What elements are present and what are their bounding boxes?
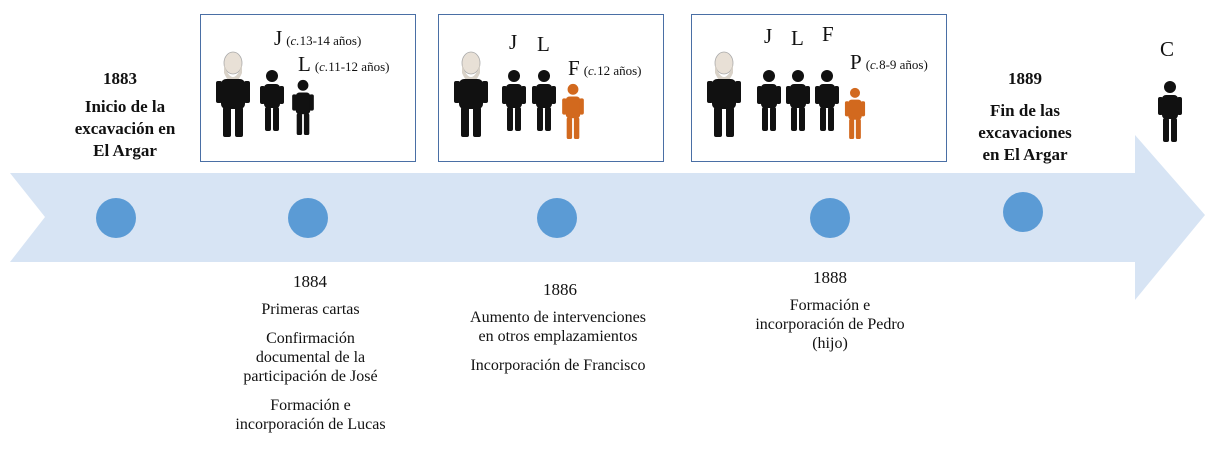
person-icon-l [532,70,556,131]
group-box-1884: J (c.13-14 años) L (c.11-12 años) [200,14,416,162]
milestone-item: Incorporación de Francisco [470,357,646,374]
letter-label-p: P (c.8-9 años) [850,50,928,74]
milestone-desc-1884: Primeras cartas Confirmación documental … [228,300,393,444]
timeline-node-1888 [810,198,850,238]
person-icon-l [786,70,810,131]
start-label: Inicio de la excavación en El Argar [50,96,200,162]
start-year: 1883 [103,69,137,88]
person-icon-j [260,70,284,131]
milestone-desc-1886: Aumento de intervenciones en otros empla… [468,308,648,385]
person-icon [1158,81,1182,142]
end-label-line: en El Argar [982,145,1068,164]
portrait-icon [707,51,741,137]
person-icon-l [292,79,314,135]
milestone-item: Formación e incorporación de Lucas [235,397,386,433]
milestone-item: Aumento de intervenciones en otros empla… [470,309,646,345]
timeline-node-1889 [1003,192,1043,232]
timeline-node-1883 [96,198,136,238]
letter-label-l: L [791,26,804,50]
group-box-1888: J L F P (c.8-9 años) [691,14,947,162]
milestone-desc-1888: Formación e incorporación de Pedro (hijo… [750,296,910,363]
person-icon-f-new [562,83,584,139]
letter-label-f: F (c.12 años) [568,56,642,80]
timeline-node-1886 [537,198,577,238]
person-icon-j [502,70,526,131]
letter-label-f: F [822,22,834,46]
start-label-line: excavación en [74,119,176,138]
milestone-year-1884: 1884 [293,272,327,291]
end-label-line: excavaciones [978,123,1072,142]
letter-label-j: J (c.13-14 años) [274,26,362,50]
milestone-item: Confirmación documental de la participac… [243,330,378,385]
milestone-year-1886: 1886 [543,280,577,299]
group-box-1886: J L F (c.12 años) [438,14,664,162]
person-icon-j [757,70,781,131]
portrait-icon [216,51,250,137]
start-label-line: Inicio de la [84,97,166,116]
letter-label-l: L (c.11-12 años) [298,52,390,76]
portrait-icon [454,51,488,137]
end-year: 1889 [1008,69,1042,88]
letter-label-j: J [764,24,773,48]
person-icon-p-new [844,87,866,139]
letter-label-j: J [509,30,518,54]
milestone-year-1888: 1888 [813,268,847,287]
start-label-line: El Argar [93,141,157,160]
end-label-line: Fin de las [990,101,1060,120]
end-label: Fin de las excavaciones en El Argar [955,100,1095,166]
letter-label-l: L [537,32,550,56]
milestone-item: Formación e incorporación de Pedro (hijo… [755,297,905,352]
far-right-letter: C [1160,37,1175,61]
milestone-item: Primeras cartas [261,301,360,318]
person-icon-f [815,70,839,131]
timeline-node-1884 [288,198,328,238]
